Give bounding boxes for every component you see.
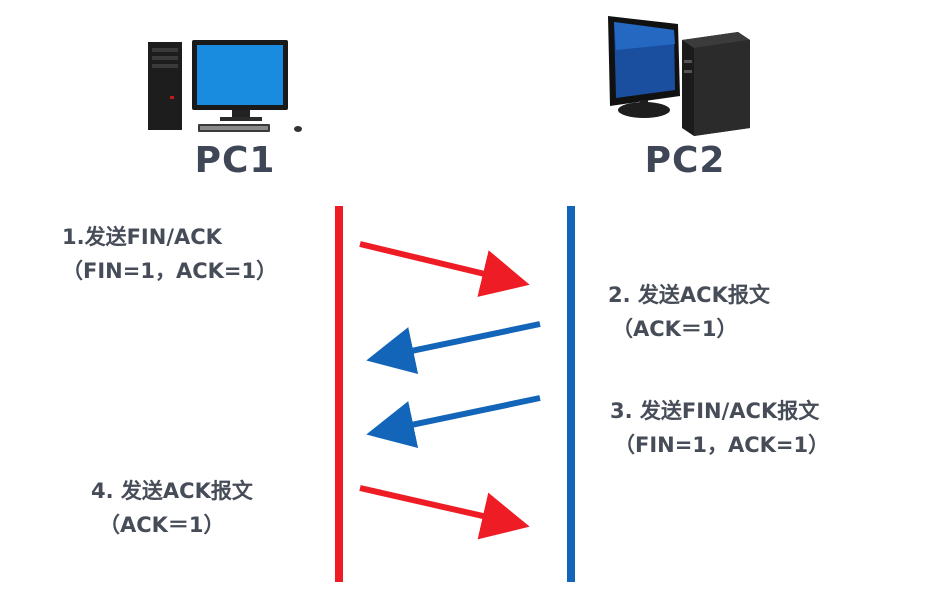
pc1-label: PC1: [194, 140, 276, 181]
desktop-computer-icon: [148, 40, 302, 132]
pc2-label: PC2: [644, 140, 726, 181]
step-2-title: 2. 发送ACK报文: [608, 283, 770, 307]
arrow-step-1: [359, 241, 530, 297]
step-3-detail: （FIN=1，ACK=1）: [614, 433, 830, 457]
step-3-title: 3. 发送FIN/ACK报文: [610, 399, 820, 423]
step-3-label: 3. 发送FIN/ACK报文 （FIN=1，ACK=1）: [610, 394, 829, 462]
step-1-detail: （FIN=1，ACK=1）: [62, 259, 278, 283]
arrow-step-2: [366, 321, 541, 375]
step-4-detail: （ACK＝1）: [99, 513, 225, 537]
arrow-step-4: [359, 485, 530, 540]
step-2-detail: （ACK＝1）: [612, 317, 738, 341]
step-4-label: 4. 发送ACK报文 （ACK＝1）: [91, 474, 253, 542]
desktop-computer-icon: [608, 16, 750, 136]
step-2-label: 2. 发送ACK报文 （ACK＝1）: [608, 278, 770, 346]
step-1-label: 1.发送FIN/ACK （FIN=1，ACK=1）: [62, 220, 277, 288]
step-1-title: 1.发送FIN/ACK: [62, 225, 222, 249]
arrow-step-3: [366, 395, 541, 449]
step-4-title: 4. 发送ACK报文: [91, 479, 253, 503]
